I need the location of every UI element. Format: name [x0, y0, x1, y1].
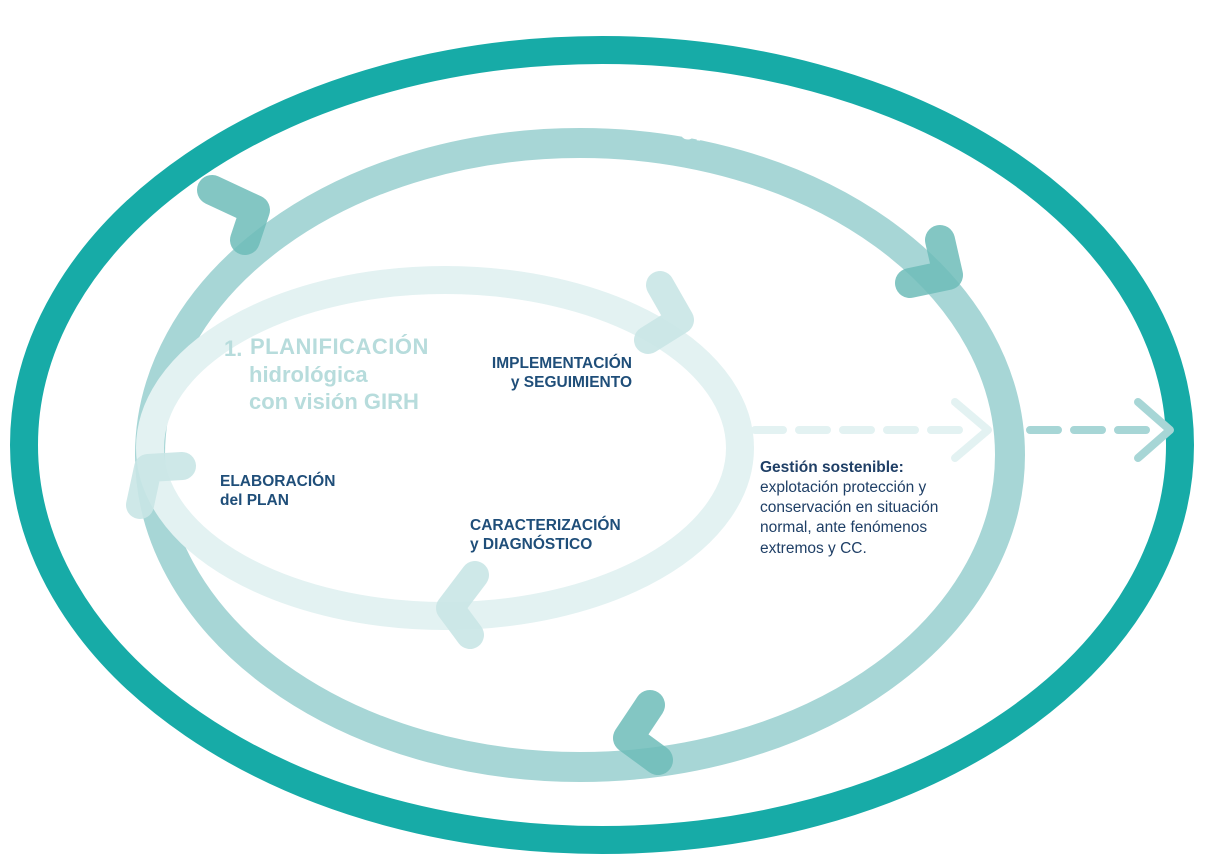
chevron-arrow-icon	[197, 175, 963, 775]
dashed-arrow-icon	[751, 398, 992, 462]
gestion-body: explotación protección y conservación en…	[760, 479, 939, 557]
stage-caracterizacion-line2: y DIAGNÓSTICO	[470, 536, 593, 554]
stage-implementacion-line2: y SEGUIMIENTO	[510, 374, 632, 392]
stage-elaboracion-line2: del PLAN	[220, 492, 289, 510]
stage-elaboracion-line1: ELABORACIÓN	[220, 473, 336, 490]
gestion-sostenible: Gestión sostenible: explotación protecci…	[760, 458, 990, 559]
planificacion-line3: con visión GIRH	[249, 389, 419, 414]
middle-ring-title: 2. GIRH	[499, 161, 595, 193]
stage-implementacion: IMPLEMENTACIÓN y SEGUIMIENTO	[472, 354, 632, 393]
chevron-arrow-icon	[126, 271, 694, 649]
planificacion-line2: hidrológica	[249, 362, 368, 387]
middle-ring	[135, 128, 1025, 782]
stage-caracterizacion-line1: CARACTERIZACIÓN	[470, 517, 621, 534]
planificacion-number: 1.	[224, 336, 243, 361]
dashed-arrow-icon	[1026, 398, 1174, 462]
stage-caracterizacion: CARACTERIZACIÓN y DIAGNÓSTICO	[470, 516, 621, 555]
gestion-title: Gestión sostenible:	[760, 459, 904, 476]
outer-ring	[10, 36, 1194, 854]
stage-elaboracion: ELABORACIÓN del PLAN	[220, 472, 335, 511]
planificacion-title: PLANIFICACIÓN	[250, 334, 429, 359]
stage-implementacion-line1: IMPLEMENTACIÓN	[491, 355, 632, 372]
